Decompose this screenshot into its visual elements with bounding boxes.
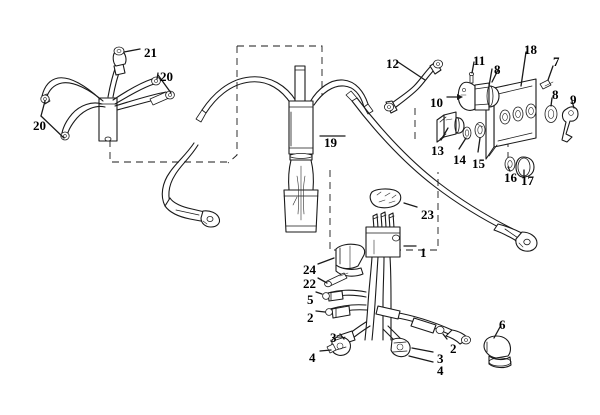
connector-harness-assembly xyxy=(315,188,512,369)
callout-14: 14 xyxy=(453,152,466,167)
callout-8-upper: 8 xyxy=(494,62,501,77)
callout-5: 5 xyxy=(307,292,314,307)
callout-10: 10 xyxy=(430,95,443,110)
callout-19: 19 xyxy=(324,135,337,150)
callout-20-lower: 20 xyxy=(33,118,46,133)
callout-6: 6 xyxy=(499,317,506,332)
callout-1: 1 xyxy=(420,245,427,260)
callout-16: 16 xyxy=(504,170,517,185)
callout-13: 13 xyxy=(431,143,444,158)
callout-17: 17 xyxy=(521,173,534,188)
panel-switch-assembly xyxy=(436,51,579,178)
callout-4-left: 4 xyxy=(309,350,316,365)
callout-8-right: 8 xyxy=(552,87,559,102)
long-battery-cable xyxy=(345,90,538,252)
callout-12: 12 xyxy=(386,56,399,71)
callout-18: 18 xyxy=(524,42,537,57)
callout-7: 7 xyxy=(553,54,560,69)
mid-left-battery-cable xyxy=(161,142,221,228)
callout-2-right: 2 xyxy=(450,341,457,356)
callout-22: 22 xyxy=(303,276,316,291)
callout-11: 11 xyxy=(473,53,486,68)
callout-9: 9 xyxy=(570,92,577,107)
callout-2-left: 2 xyxy=(307,310,314,325)
callout-15: 15 xyxy=(472,156,485,171)
callout-3-right: 3 xyxy=(437,351,444,366)
callout-3-left: 3 xyxy=(330,330,337,345)
spark-plug-lead-assembly xyxy=(40,46,175,142)
callout-21: 21 xyxy=(144,45,157,60)
callout-24: 24 xyxy=(303,262,316,277)
jumper-cable-12 xyxy=(383,59,443,114)
ignition-coil-assembly xyxy=(195,65,374,233)
callout-23: 23 xyxy=(421,207,434,222)
callout-4-right: 4 xyxy=(437,363,444,378)
callout-20-upper: 20 xyxy=(160,69,173,84)
